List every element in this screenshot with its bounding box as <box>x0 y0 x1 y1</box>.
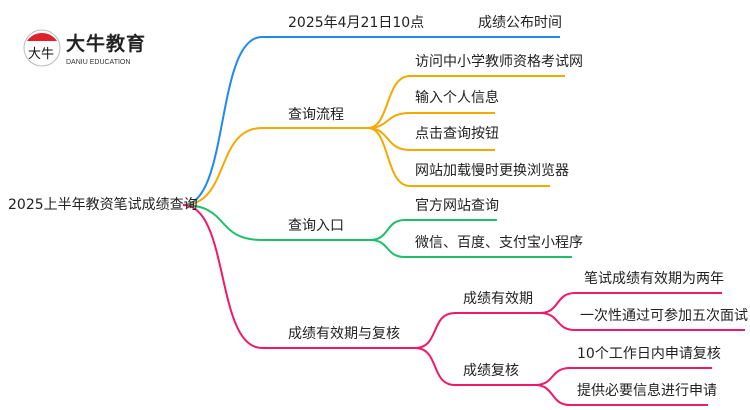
node-step: 访问中小学教师资格考试网 <box>415 54 583 70</box>
root-node: 2025上半年教资笔试成绩查询 <box>8 197 198 213</box>
node-detail: 提供必要信息进行申请 <box>577 383 717 399</box>
green-child-line <box>369 239 572 258</box>
node-step: 输入个人信息 <box>415 90 499 106</box>
node-detail: 10个工作日内申请复核 <box>577 346 721 362</box>
node-step: 点击查询按钮 <box>415 126 499 142</box>
logo-mark-text: 大牛 <box>28 47 54 62</box>
node-validity-review: 成绩有效期与复核 <box>288 326 400 342</box>
node-publish-time: 成绩公布时间 <box>478 15 562 31</box>
node-validity: 成绩有效期 <box>463 291 533 307</box>
orange-branch-line <box>182 127 368 206</box>
logo-english: DANIU EDUCATION <box>66 59 131 66</box>
node-date: 2025年4月21日10点 <box>288 15 425 31</box>
orange-child-line <box>367 75 565 129</box>
green-branch-line <box>182 204 370 241</box>
orange-child-line <box>367 112 495 129</box>
logo: 大牛 <box>22 28 62 74</box>
logo-name: 大牛教育 <box>66 33 147 55</box>
node-entry: 官方网站查询 <box>415 198 499 214</box>
node-review: 成绩复核 <box>463 363 519 379</box>
pink-grandchild-line <box>534 367 712 386</box>
pink-grandchild-line <box>539 292 722 314</box>
pink-grandchild-line <box>534 384 708 406</box>
blue-branch-line <box>182 36 560 206</box>
node-query-process: 查询流程 <box>288 107 344 123</box>
pink-child-line <box>414 347 535 386</box>
orange-child-line <box>367 127 550 187</box>
pink-branch-line <box>182 204 415 349</box>
pink-child-line <box>414 312 540 349</box>
pink-grandchild-line <box>539 312 745 331</box>
orange-child-line <box>367 127 495 151</box>
node-step: 网站加载慢时更换浏览器 <box>415 163 569 179</box>
node-detail: 笔试成绩有效期为两年 <box>584 271 724 287</box>
node-query-entry: 查询入口 <box>288 218 344 234</box>
logo-mark-icon: 大牛 <box>23 29 61 67</box>
node-detail: 一次性通过可参加五次面试 <box>580 308 748 324</box>
green-child-line <box>369 219 497 241</box>
node-entry: 微信、百度、支付宝小程序 <box>415 235 583 251</box>
